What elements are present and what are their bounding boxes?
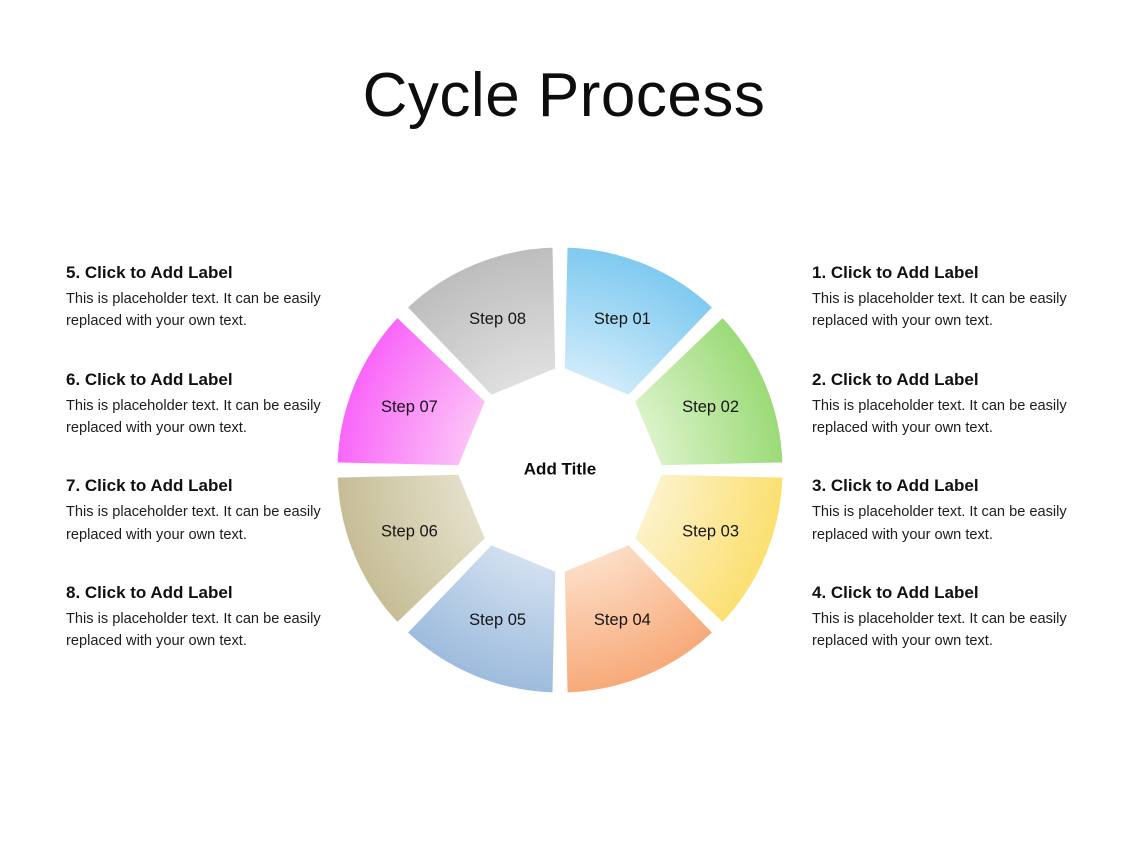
label-block-6[interactable]: 6. Click to Add Label This is placeholde… [66, 369, 328, 440]
label-body: This is placeholder text. It can be easi… [812, 397, 1067, 437]
wheel-segment-layer [332, 242, 788, 698]
label-block-8[interactable]: 8. Click to Add Label This is placeholde… [66, 582, 328, 653]
wheel-segment-5[interactable] [402, 539, 561, 698]
label-body: This is placeholder text. It can be easi… [812, 504, 1067, 543]
wheel-segment-3[interactable] [629, 469, 788, 628]
label-body: This is placeholder text. It can be easi… [66, 397, 321, 437]
label-heading: 2. Click to Add Label [812, 369, 979, 389]
wheel-segment-label-4: Step 04 [594, 611, 651, 629]
label-heading: 6. Click to Add Label [66, 369, 233, 389]
label-heading: 5. Click to Add Label [66, 263, 233, 282]
label-heading: 4. Click to Add Label [812, 582, 979, 602]
wheel-segment-8[interactable] [402, 242, 561, 401]
wheel-segment-4[interactable] [559, 539, 718, 698]
label-block-5[interactable]: 5. Click to Add Label This is placeholde… [66, 262, 328, 333]
wheel-segment-1[interactable] [559, 242, 718, 401]
label-block-1[interactable]: 1. Click to Add Label This is placeholde… [812, 262, 1074, 333]
label-heading: 3. Click to Add Label [812, 476, 979, 496]
wheel-segment-6[interactable] [332, 469, 491, 628]
wheel-segment-label-6: Step 06 [381, 523, 438, 541]
label-block-7[interactable]: 7. Click to Add Label This is placeholde… [66, 475, 328, 546]
wheel-segment-label-5: Step 05 [469, 611, 526, 629]
label-body: This is placeholder text. It can be easi… [66, 611, 321, 650]
label-block-2[interactable]: 2. Click to Add Label This is placeholde… [812, 369, 1074, 440]
wheel-segment-label-2: Step 02 [682, 398, 739, 416]
label-body: This is placeholder text. It can be easi… [812, 611, 1067, 650]
wheel-segment-label-7: Step 07 [381, 398, 438, 416]
label-heading: 1. Click to Add Label [812, 263, 979, 282]
wheel-segment-label-1: Step 01 [594, 310, 651, 328]
center-title: Add Title [524, 459, 596, 478]
label-body: This is placeholder text. It can be easi… [812, 291, 1067, 330]
left-label-column: 5. Click to Add Label This is placeholde… [66, 262, 328, 652]
wheel-segment-2[interactable] [629, 312, 788, 471]
wheel-label-layer: Step 01 Step 02 Step 03 Step 04 Step 05 Step … [381, 310, 739, 629]
label-heading: 7. Click to Add Label [66, 476, 233, 496]
right-label-column: 1. Click to Add Label This is placeholde… [812, 262, 1074, 652]
label-body: This is placeholder text. It can be easi… [66, 504, 321, 543]
label-body: This is placeholder text. It can be easi… [66, 291, 321, 330]
label-heading: 8. Click to Add Label [66, 582, 233, 602]
wheel-segment-label-8: Step 08 [469, 310, 526, 328]
page-title: Cycle Process [362, 61, 766, 130]
wheel-segment-label-3: Step 03 [682, 523, 739, 541]
label-block-4[interactable]: 4. Click to Add Label This is placeholde… [812, 582, 1074, 653]
label-block-3[interactable]: 3. Click to Add Label This is placeholde… [812, 475, 1074, 546]
wheel-segment-7[interactable] [332, 312, 491, 471]
cycle-wheel-diagram: Step 01 Step 02 Step 03 Step 04 Step 05 Step … [325, 235, 795, 705]
